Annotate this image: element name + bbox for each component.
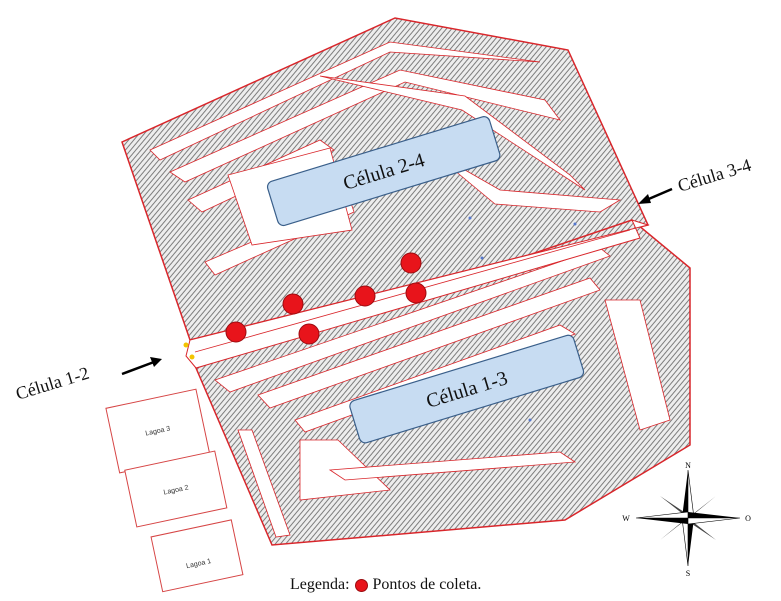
cell-1-2-arrow	[121, 360, 155, 376]
lower-channel-7	[237, 429, 291, 538]
compass-n-label: N	[685, 461, 691, 470]
compass-rose: N S W O	[622, 461, 751, 578]
survey-marker	[528, 418, 532, 422]
cell-3-4-arrowhead	[638, 194, 651, 204]
upper-channel-2	[169, 69, 561, 183]
corridor-marker	[189, 354, 195, 360]
compass-e-dark	[688, 512, 740, 518]
sampling-point	[400, 252, 422, 274]
cell-3-4-callout: Célula 3-4	[638, 155, 753, 204]
compass-o-label: O	[745, 514, 751, 523]
survey-marker	[480, 256, 484, 260]
compass-w-light	[635, 511, 689, 519]
cell-1-2-callout: Célula 1-2	[13, 357, 162, 404]
cell-3-4-label: Célula 3-4	[675, 155, 753, 196]
cell-1-3-rect	[349, 334, 585, 444]
legend-prefix: Legenda:	[290, 576, 350, 593]
compass-w-dark	[636, 518, 688, 524]
corridor-marker	[183, 342, 189, 348]
lagoa-2: Lagoa 2	[124, 450, 228, 528]
lower-channel-1	[214, 247, 611, 393]
cell-1-2-arrowhead	[150, 357, 162, 367]
survey-marker	[573, 222, 577, 226]
cell-2-4-rect	[266, 116, 501, 227]
lagoa-2-box	[124, 450, 228, 528]
compass-s-dark	[688, 518, 694, 566]
sampling-point	[405, 282, 427, 304]
compass-s-light	[681, 517, 689, 567]
compass-e-light	[687, 517, 741, 525]
upper-channel-4	[319, 75, 586, 191]
sampling-point	[298, 323, 320, 345]
lagoa-3: Lagoa 3	[105, 388, 211, 474]
lagoa-1-box	[150, 519, 244, 593]
compass-n-light	[687, 469, 695, 519]
compass-s-label: S	[686, 569, 690, 578]
lower-channel-2	[257, 277, 601, 409]
compass-diag-nw	[660, 496, 688, 518]
upper-channel-1	[149, 41, 541, 161]
lower-channel-6	[328, 451, 577, 481]
compass-n-dark	[682, 470, 688, 518]
compass-w-label: W	[622, 514, 630, 523]
compass-diag-sw	[660, 518, 688, 540]
cell-1-2-label: Célula 1-2	[13, 363, 91, 404]
lagoa-1: Lagoa 1	[150, 519, 244, 593]
sampling-points	[225, 252, 427, 345]
sampling-point	[282, 293, 304, 315]
cell-2-4-box: Célula 2-4	[266, 116, 501, 227]
upper-channel-6	[429, 149, 622, 213]
compass-diag-se	[688, 518, 716, 540]
compass-diag-ne	[688, 496, 716, 518]
lower-channel-5	[604, 299, 671, 431]
sampling-point	[225, 321, 247, 343]
sampling-point	[354, 285, 376, 307]
legend-point-icon	[354, 578, 368, 592]
survey-marker	[468, 216, 472, 220]
legend: Legenda: Pontos de coleta.	[290, 576, 481, 594]
legend-text: Pontos de coleta.	[372, 576, 482, 593]
